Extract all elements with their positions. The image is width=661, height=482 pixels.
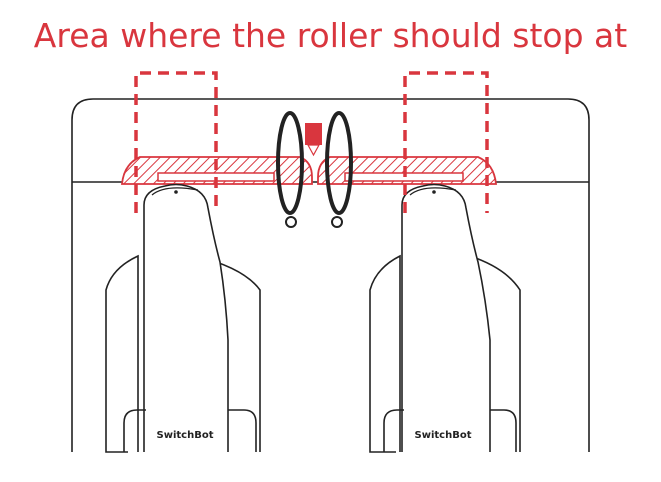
curtain-rings [276, 111, 353, 228]
left-device-brand: SwitchBot [157, 430, 214, 441]
right-stop-area-marker [403, 71, 489, 213]
caption-title: Area where the roller should stop at [33, 16, 628, 55]
right-device-brand: SwitchBot [415, 430, 472, 441]
left-switchbot-device: SwitchBot [105, 183, 261, 453]
right-switchbot-device: SwitchBot [369, 183, 521, 453]
rail-frame [71, 98, 590, 452]
right-roller-bar [317, 156, 497, 185]
left-stop-area-marker [134, 71, 218, 213]
